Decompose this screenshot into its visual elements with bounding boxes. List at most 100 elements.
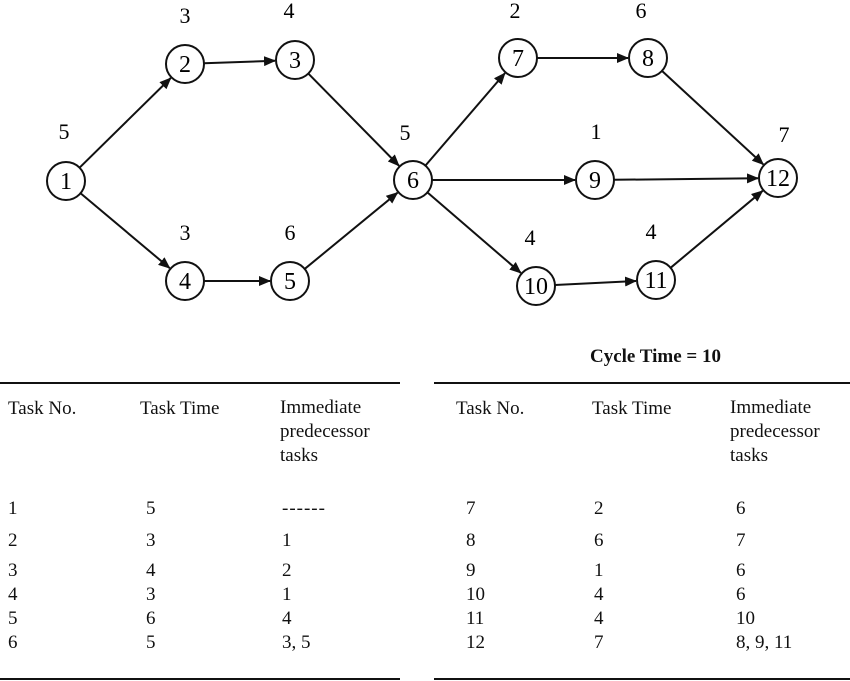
task-number-cell: 4 xyxy=(8,584,18,605)
predecessor-cell: 2 xyxy=(282,560,292,581)
edge-1-to-4 xyxy=(79,192,171,269)
predecessor-cell: 6 xyxy=(736,498,746,519)
task-time-cell: 6 xyxy=(594,530,604,551)
task-node-circle xyxy=(636,260,676,300)
task-number-cell: 2 xyxy=(8,530,18,551)
task-table-right: Task No. Task Time Immediate predecessor… xyxy=(434,382,850,680)
task-node-11: 114 xyxy=(636,219,676,300)
task-node-1: 15 xyxy=(46,119,86,201)
task-node-number: 3 xyxy=(289,48,301,74)
task-node-number: 2 xyxy=(179,52,191,78)
task-node-circle xyxy=(46,161,86,201)
task-node-circle xyxy=(270,261,310,301)
edge-1-to-2 xyxy=(78,77,172,169)
task-time-cell: 1 xyxy=(594,560,604,581)
edge-3-to-6 xyxy=(307,72,400,167)
task-node-12: 12 7 xyxy=(758,122,798,198)
table-top-rule xyxy=(434,382,850,384)
task-node-4: 43 xyxy=(165,220,205,301)
task-node-number: 9 xyxy=(589,168,601,194)
task-node-2: 23 xyxy=(165,3,205,84)
task-node-circle xyxy=(393,160,433,200)
task-node-7: 72 xyxy=(498,0,538,78)
predecessor-cell: 3, 5 xyxy=(282,632,311,653)
task-node-number: 7 xyxy=(512,46,524,72)
task-time-label: 6 xyxy=(285,220,296,245)
header-predecessors: Immediate predecessor tasks xyxy=(730,397,820,466)
task-time-label: 5 xyxy=(400,120,411,145)
table-bottom-rule xyxy=(0,678,400,680)
task-node-circle xyxy=(165,261,205,301)
task-node-number: 8 xyxy=(642,46,654,72)
task-number-cell: 3 xyxy=(8,560,18,581)
edge-5-to-6 xyxy=(304,191,399,270)
task-node-circle xyxy=(628,38,668,78)
task-node-number: 10 xyxy=(524,274,548,300)
task-time-cell: 4 xyxy=(594,584,604,605)
task-node-circle xyxy=(575,160,615,200)
task-time-label: 7 xyxy=(779,122,790,147)
task-time-label: 1 xyxy=(591,119,602,144)
predecessor-cell: ------ xyxy=(282,498,326,519)
edge-11-to-12 xyxy=(669,190,764,269)
header-predecessors: Immediate predecessor tasks xyxy=(280,397,370,466)
cycle-time-label: Cycle Time = 10 xyxy=(590,346,721,367)
task-number-cell: 12 xyxy=(466,632,485,653)
task-node-number: 5 xyxy=(284,269,296,295)
task-number-cell: 7 xyxy=(466,498,476,519)
task-node-3: 34 xyxy=(275,0,315,80)
task-node-circle xyxy=(758,158,798,198)
task-table-left: Task No. Task Time Immediate predecessor… xyxy=(0,382,400,680)
task-time-cell: 2 xyxy=(594,498,604,519)
task-node-circle xyxy=(165,44,205,84)
task-node-number: 6 xyxy=(407,168,419,194)
edge-2-to-3 xyxy=(203,56,277,67)
task-node-6: 65 xyxy=(393,120,433,200)
predecessor-cell: 10 xyxy=(736,608,755,629)
task-time-label: 5 xyxy=(59,119,70,144)
task-time-label: 4 xyxy=(646,219,657,244)
edge-6-to-7 xyxy=(424,72,506,167)
task-time-cell: 5 xyxy=(146,498,156,519)
task-time-label: 3 xyxy=(180,220,191,245)
task-time-label: 4 xyxy=(284,0,295,23)
task-node-circle xyxy=(516,266,556,306)
task-time-label: 2 xyxy=(510,0,521,23)
task-time-label: 6 xyxy=(636,0,647,23)
task-node-number: 1 xyxy=(60,169,72,195)
task-node-number: 12 xyxy=(766,166,790,192)
predecessor-cell: 1 xyxy=(282,584,292,605)
edge-8-to-12 xyxy=(661,70,765,166)
task-node-10: 104 xyxy=(516,225,556,306)
task-number-cell: 9 xyxy=(466,560,476,581)
task-node-circle xyxy=(498,38,538,78)
task-time-cell: 4 xyxy=(594,608,604,629)
task-time-cell: 7 xyxy=(594,632,604,653)
task-number-cell: 1 xyxy=(8,498,18,519)
edge-9-to-12 xyxy=(613,173,760,184)
task-node-circle xyxy=(275,40,315,80)
task-node-number: 4 xyxy=(179,269,191,295)
header-task-no: Task No. xyxy=(456,398,525,419)
task-time-cell: 5 xyxy=(146,632,156,653)
task-time-cell: 6 xyxy=(146,608,156,629)
task-time-label: 3 xyxy=(180,3,191,28)
task-number-cell: 5 xyxy=(8,608,18,629)
task-node-5: 56 xyxy=(270,220,310,301)
edge-10-to-11 xyxy=(554,276,638,287)
predecessor-cell: 1 xyxy=(282,530,292,551)
task-time-cell: 3 xyxy=(146,530,156,551)
table-bottom-rule xyxy=(434,678,850,680)
task-node-8: 86 xyxy=(628,0,668,78)
predecessor-cell: 7 xyxy=(736,530,746,551)
task-number-cell: 6 xyxy=(8,632,18,653)
predecessor-cell: 6 xyxy=(736,584,746,605)
header-task-no: Task No. xyxy=(8,398,77,419)
header-task-time: Task Time xyxy=(140,398,220,419)
predecessor-cell: 4 xyxy=(282,608,292,629)
task-time-cell: 3 xyxy=(146,584,156,605)
task-node-9: 91 xyxy=(575,119,615,200)
task-number-cell: 11 xyxy=(466,608,485,629)
task-number-cell: 10 xyxy=(466,584,485,605)
